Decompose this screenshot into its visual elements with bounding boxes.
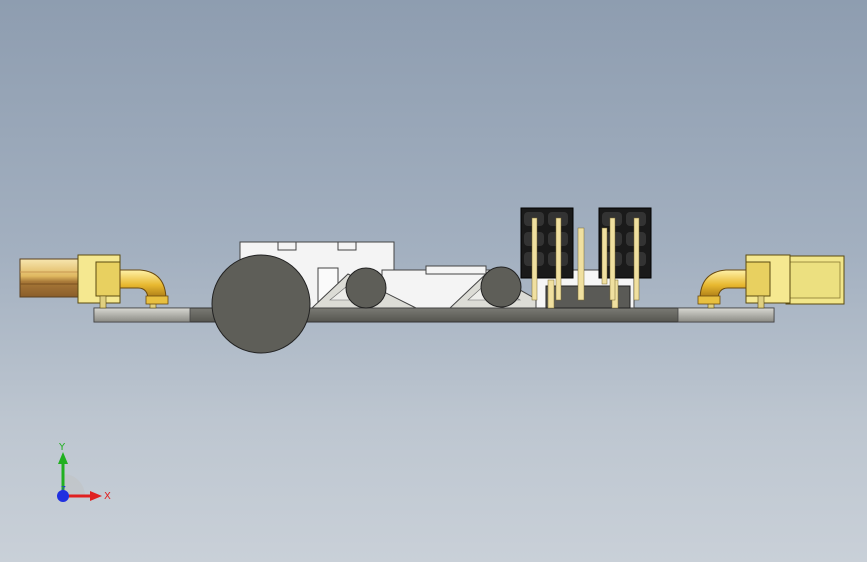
z-axis-dot	[57, 490, 69, 502]
pcb-pad-right	[677, 307, 775, 323]
round-component-large	[211, 254, 311, 354]
header-stack-right	[598, 207, 652, 301]
y-axis-label: Y	[58, 442, 66, 453]
cylinder-component-left	[310, 267, 417, 309]
coordinate-triad: Y X Z	[57, 442, 111, 502]
pcb-pad-left	[93, 307, 191, 323]
sma-connector-right	[697, 254, 845, 309]
cylinder-component-right	[448, 266, 554, 309]
sma-connector-left	[19, 254, 169, 309]
z-axis-label: Z	[61, 485, 66, 493]
pcb-board	[93, 307, 775, 323]
x-axis-label: X	[104, 491, 111, 502]
header-stack-left	[520, 207, 585, 301]
